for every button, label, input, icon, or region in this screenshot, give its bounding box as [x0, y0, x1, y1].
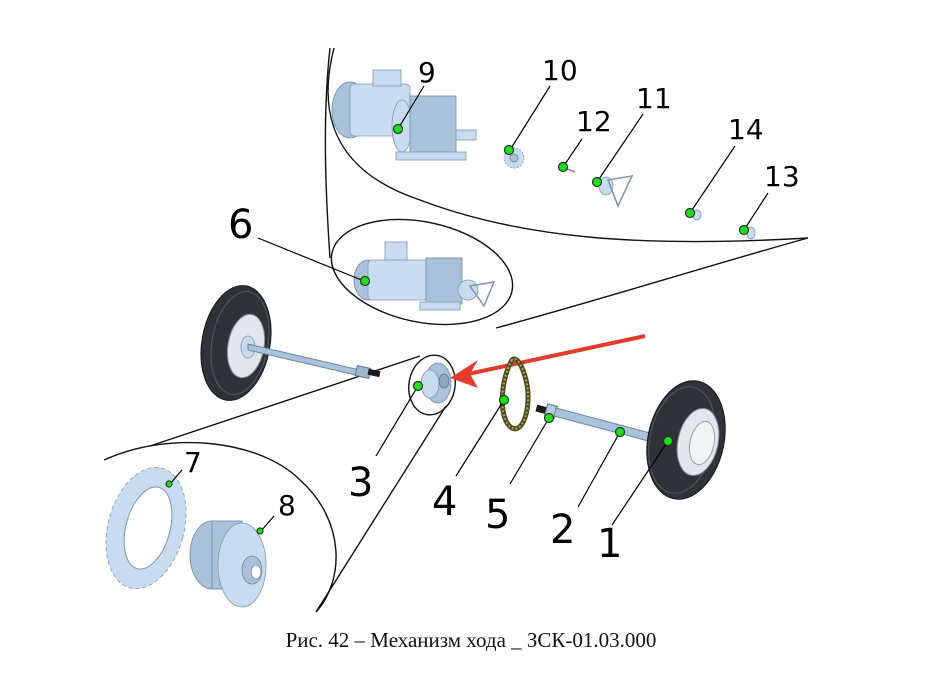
- marker-14: [684, 207, 696, 219]
- leader-7: [169, 469, 183, 485]
- gear-motor-small: [353, 241, 496, 311]
- leader-4: [455, 399, 505, 477]
- callout-10: 10: [542, 54, 578, 87]
- detail-outline-upper: [327, 47, 809, 243]
- leader-11: [596, 113, 644, 183]
- detail-outline-hub: [408, 354, 456, 416]
- figure-caption: Рис. 42 – Механизм хода _ ЗСК-01.03.000: [285, 628, 657, 652]
- leader-1: [611, 440, 669, 526]
- hub: [189, 520, 267, 608]
- hub-sprocket-assembly: [420, 362, 452, 404]
- callout-12: 12: [576, 105, 612, 138]
- marker-4: [498, 394, 510, 406]
- drive-chain: [499, 356, 531, 432]
- leader-14: [689, 145, 736, 214]
- marker-10: [503, 144, 515, 156]
- callout-7: 7: [184, 446, 202, 479]
- leader-lines: [169, 85, 769, 532]
- right-wheel: [646, 380, 726, 500]
- sprocket: [105, 466, 187, 590]
- detail-leader-upper-b: [495, 237, 809, 329]
- leader-11-12: [562, 138, 583, 168]
- left-wheel: [200, 285, 272, 401]
- leader-10: [509, 85, 551, 151]
- leader-5: [509, 417, 550, 485]
- callout-3: 3: [348, 460, 373, 506]
- marker-11: [591, 176, 603, 188]
- detail-leader-upper-a: [324, 47, 331, 259]
- marker-2: [614, 426, 626, 438]
- marker-7: [165, 480, 173, 488]
- leader-13: [743, 192, 769, 231]
- marker-1: [662, 435, 674, 447]
- leader-2: [577, 431, 621, 508]
- leader-8: [260, 515, 275, 532]
- callout-13: 13: [764, 160, 800, 193]
- callout-6: 6: [228, 202, 253, 248]
- callout-9: 9: [418, 56, 436, 89]
- detail-leader-lower-a: [149, 355, 421, 447]
- gear-motor-detail: [331, 69, 477, 161]
- tensioner: [598, 174, 634, 209]
- leader-9: [397, 85, 425, 130]
- callout-14: 14: [728, 113, 764, 146]
- callout-2: 2: [550, 507, 575, 553]
- callout-8: 8: [278, 489, 296, 522]
- marker-3: [412, 380, 424, 392]
- callout-4: 4: [432, 479, 457, 525]
- callout-5: 5: [485, 492, 510, 538]
- right-shaft: [535, 403, 655, 443]
- callout-labels: 1 2 3 4 5 6 7 8 9 10 11 12 13 14: [184, 54, 800, 567]
- marker-8: [256, 527, 264, 535]
- direction-arrow: [450, 334, 646, 388]
- marker-5: [543, 412, 555, 424]
- marker-6: [359, 275, 371, 287]
- leader-6: [257, 237, 365, 282]
- marker-9: [392, 123, 404, 135]
- callout-1: 1: [597, 521, 622, 567]
- marker-12: [557, 161, 569, 173]
- detail-leader-lower-b: [315, 405, 447, 613]
- callout-11: 11: [636, 82, 672, 115]
- leader-3: [375, 385, 419, 457]
- detail-outline-lower: [103, 441, 337, 613]
- part-markers: [165, 123, 750, 535]
- detail-outline-motor: [330, 218, 514, 326]
- left-shaft: [247, 343, 381, 379]
- marker-13: [738, 224, 750, 236]
